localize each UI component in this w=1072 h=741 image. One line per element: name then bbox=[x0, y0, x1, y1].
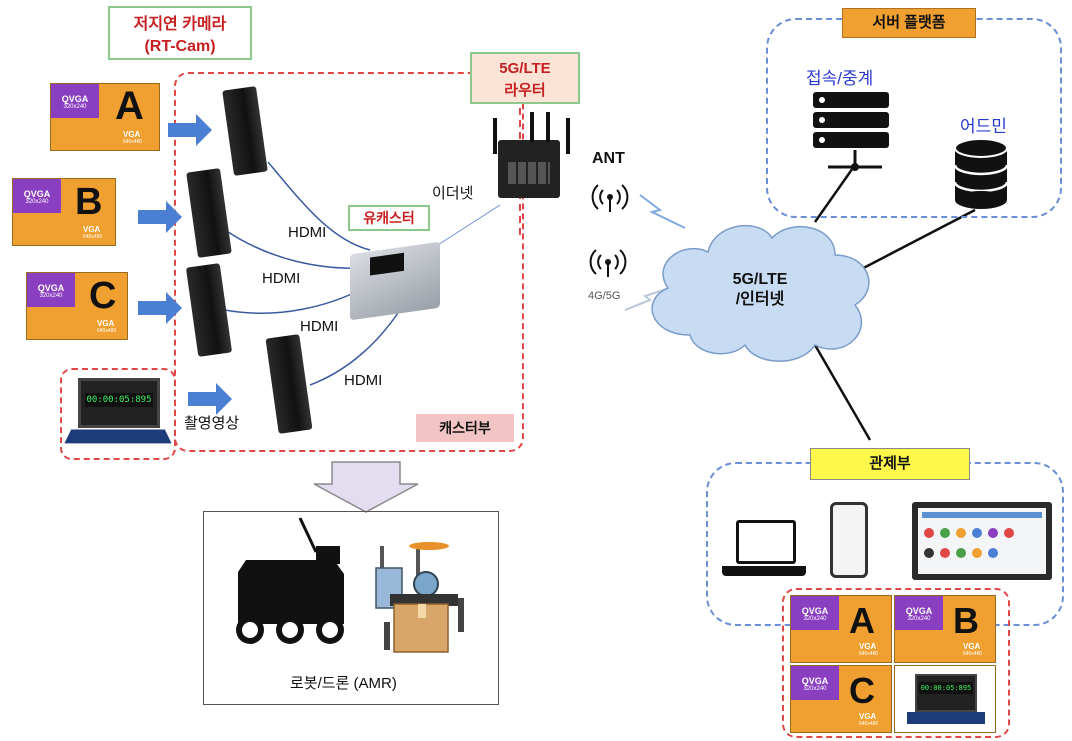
tile-letter: A bbox=[115, 84, 144, 128]
arrow-icon bbox=[168, 114, 212, 146]
hdmi-label-3: HDMI bbox=[300, 318, 339, 335]
hdmi-label-2: HDMI bbox=[262, 270, 301, 287]
laptop-clock: 00:00:05:895 bbox=[919, 682, 973, 694]
server-rack-icon bbox=[813, 92, 889, 150]
router-device bbox=[498, 140, 560, 198]
cloud-subtitle: /인터넷 bbox=[735, 291, 785, 308]
control-title: 관제부 bbox=[810, 448, 970, 480]
hdmi-label-1: HDMI bbox=[288, 224, 327, 241]
server-title: 서버 플랫폼 bbox=[842, 8, 976, 38]
antenna-icon bbox=[589, 249, 627, 277]
router-title: 5G/LTE bbox=[499, 60, 551, 77]
rtcam-subtitle: (RT-Cam) bbox=[144, 38, 216, 55]
ethernet-label: 이더넷 bbox=[432, 185, 474, 202]
wireless-link-1 bbox=[639, 194, 686, 229]
monitor-icon bbox=[912, 502, 1052, 580]
server-node bbox=[851, 163, 859, 171]
phone-icon bbox=[830, 502, 868, 578]
monitor-screen bbox=[918, 508, 1046, 574]
hdmi-cable-2 bbox=[224, 229, 366, 269]
link-cloud-relay bbox=[813, 164, 857, 223]
capture-label: 촬영영상 bbox=[184, 415, 240, 432]
caster-region bbox=[174, 72, 524, 452]
cloud-title: 5G/LTE bbox=[732, 271, 788, 288]
laptop-icon bbox=[736, 520, 796, 564]
router-antenna-4 bbox=[566, 118, 570, 154]
arrow-icon bbox=[138, 292, 182, 324]
arrow-icon bbox=[138, 201, 182, 233]
antenna-icon bbox=[591, 184, 629, 212]
router-antenna-2 bbox=[530, 112, 534, 142]
down-arrow-icon bbox=[313, 461, 419, 513]
tile-letter: B bbox=[953, 600, 979, 641]
laptop-screen: 00:00:05:895 bbox=[915, 674, 977, 712]
relay-label: 접속/중계 bbox=[806, 69, 874, 88]
tile-letter: B bbox=[75, 181, 103, 223]
hdmi-cable-3 bbox=[224, 289, 361, 314]
router-ports bbox=[508, 162, 550, 184]
router-subtitle: 라우터 bbox=[504, 82, 546, 99]
robot-icon bbox=[236, 517, 344, 644]
hdmi-label-4: HDMI bbox=[344, 372, 383, 389]
rtcam-label: 저지연 카메라 (RT-Cam) bbox=[108, 6, 252, 60]
arrow-icon bbox=[188, 383, 232, 415]
tile-letter: C bbox=[89, 275, 117, 317]
router-label: 5G/LTE 라우터 bbox=[470, 52, 580, 104]
drone-icon bbox=[375, 542, 464, 653]
caster-box-label: 유캐스터 bbox=[348, 205, 430, 231]
laptop-screen: 00:00:05:895 bbox=[78, 378, 160, 428]
router-antenna-3 bbox=[546, 112, 550, 142]
hdmi-cable-1 bbox=[267, 161, 371, 251]
laptop-clock: 00:00:05:895 bbox=[85, 393, 153, 407]
robot-label: 로봇/드론 (AMR) bbox=[290, 675, 397, 692]
caster-section-label: 캐스터부 bbox=[416, 414, 514, 442]
ethernet-cable bbox=[429, 204, 501, 251]
admin-label: 어드민 bbox=[960, 117, 1007, 136]
rtcam-title: 저지연 카메라 bbox=[133, 16, 227, 33]
tile-letter: A bbox=[849, 600, 875, 641]
hdmi-cable-4 bbox=[309, 309, 401, 386]
cloud-label: 5G/LTE /인터넷 bbox=[710, 270, 810, 310]
router-antenna-1 bbox=[493, 118, 497, 154]
tile-letter: C bbox=[849, 670, 875, 711]
output-tile-laptop: 00:00:05:895 bbox=[894, 665, 996, 733]
output-grid-region bbox=[782, 588, 1010, 738]
band-label: 4G/5G bbox=[588, 290, 621, 302]
cloud-shape bbox=[651, 224, 870, 362]
link-cloud-control bbox=[813, 344, 872, 441]
laptop-keyboard bbox=[907, 712, 985, 724]
ant-label: ANT bbox=[592, 150, 625, 167]
robot-box: 로봇/드론 (AMR) bbox=[203, 511, 499, 705]
laptop-region bbox=[60, 368, 176, 460]
wireless-link-2 bbox=[624, 287, 671, 311]
laptop-base bbox=[722, 566, 806, 576]
link-cloud-admin bbox=[849, 208, 976, 277]
